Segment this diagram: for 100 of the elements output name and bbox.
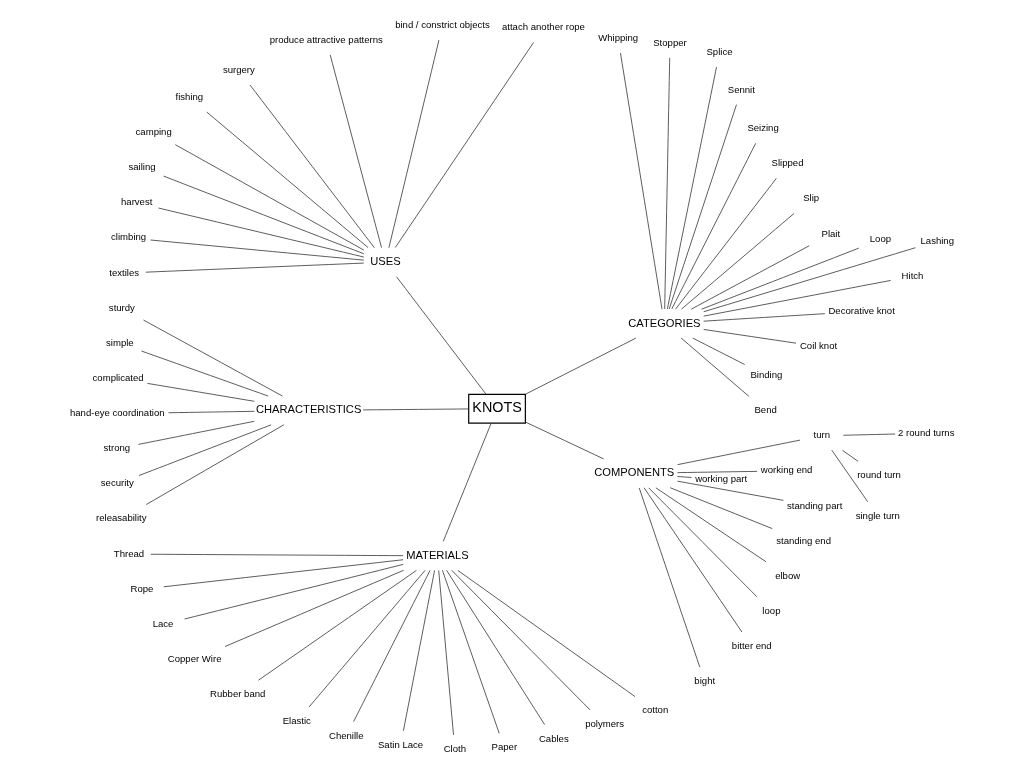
node-text: Coil knot	[799, 339, 837, 351]
node-text: MATERIALS	[405, 548, 469, 561]
connector	[352, 569, 430, 722]
connector	[691, 337, 745, 365]
node-text: releasability	[95, 512, 147, 524]
node-text: Cloth	[443, 742, 466, 754]
node-text: fishing	[175, 90, 203, 102]
connector	[395, 276, 486, 395]
node-text: loop	[761, 604, 780, 616]
node-text: turn	[813, 429, 830, 441]
connector	[638, 487, 700, 668]
connector	[702, 280, 891, 317]
node-text: Loop	[869, 233, 891, 245]
connector	[183, 564, 404, 620]
connector	[142, 319, 283, 397]
connector	[442, 422, 492, 542]
connector	[674, 178, 777, 310]
node-text: Plait	[821, 227, 840, 239]
node-text: Lace	[152, 617, 173, 629]
connector	[680, 213, 794, 310]
connector	[680, 337, 749, 397]
node-text: produce attractive patterns	[269, 33, 383, 45]
node-text: Cables	[538, 732, 569, 744]
node-text: working part	[694, 473, 747, 485]
connector	[676, 480, 784, 501]
connector	[149, 553, 404, 557]
connector	[702, 313, 825, 322]
node-text: standing part	[786, 499, 842, 511]
connector	[663, 57, 670, 310]
connector	[676, 476, 692, 478]
connector	[137, 420, 255, 445]
connector	[676, 470, 757, 474]
node-text: Chenille	[328, 729, 364, 741]
node-text: Rope	[130, 582, 153, 594]
node-text: hand-eye coordination	[69, 407, 165, 419]
connector	[388, 39, 439, 249]
connector	[445, 569, 545, 725]
connector	[524, 337, 636, 395]
connector	[437, 570, 454, 736]
node-text: sturdy	[108, 301, 135, 313]
node-text: Splice	[705, 45, 733, 57]
connector	[643, 487, 742, 633]
connector	[149, 239, 364, 261]
connector	[655, 487, 766, 563]
node-text: cotton	[641, 704, 668, 716]
connector	[257, 570, 417, 681]
node-text: Stopper	[652, 36, 687, 48]
connector	[362, 408, 469, 411]
connector	[670, 142, 756, 310]
node-text: Bend	[753, 404, 777, 416]
node-text: polymers	[584, 718, 624, 729]
connector	[167, 410, 255, 414]
connector	[441, 569, 500, 734]
node-text: Paper	[491, 741, 517, 753]
node-text: Slip	[802, 192, 819, 204]
connector	[162, 175, 364, 255]
node-text: bitter end	[731, 640, 772, 652]
node-text: simple	[105, 336, 134, 348]
node-text: working end	[760, 464, 812, 476]
connector	[402, 570, 435, 732]
connector	[702, 329, 796, 344]
node-text: strong	[103, 442, 130, 454]
connector	[174, 144, 364, 251]
connector	[666, 66, 717, 310]
connector	[205, 111, 368, 248]
node-text: elbow	[774, 569, 800, 581]
connector	[690, 245, 810, 310]
connector	[669, 487, 773, 529]
connector	[450, 569, 590, 711]
node-text: Hitch	[901, 269, 923, 281]
node-text: sailing	[127, 161, 156, 173]
connector	[647, 487, 757, 598]
connector	[145, 424, 284, 505]
connector	[702, 247, 916, 313]
node-text: Elastic	[282, 714, 311, 726]
connector	[830, 449, 868, 503]
connector	[676, 439, 800, 466]
node-text: 2 round turns	[897, 426, 954, 438]
node-text: camping	[135, 126, 172, 138]
node-text: security	[100, 477, 134, 489]
node-text: Seizing	[746, 122, 779, 134]
node-text: bight	[693, 675, 715, 687]
connector	[308, 569, 426, 708]
connector	[842, 433, 896, 436]
node-box: KNOTS	[467, 393, 526, 424]
connector	[841, 449, 858, 462]
node-text: USES	[369, 255, 401, 268]
connector	[146, 383, 255, 402]
connector	[524, 421, 604, 460]
node-text: Sennit	[727, 83, 755, 95]
node-text: surgery	[222, 63, 255, 75]
node-text: Rubber band	[209, 688, 265, 700]
connector	[329, 54, 382, 248]
node-text: Binding	[749, 369, 782, 381]
node-text: Whipping	[597, 32, 638, 44]
node-text: CATEGORIES	[627, 316, 701, 329]
connector	[162, 559, 404, 588]
connector	[700, 247, 859, 310]
connector	[394, 42, 534, 248]
connector	[140, 350, 269, 397]
